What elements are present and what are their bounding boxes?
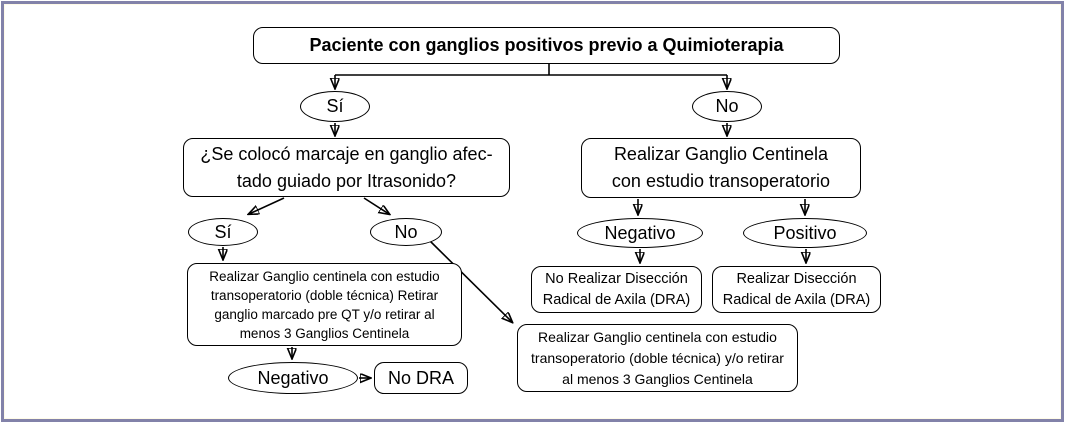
no-realizar-dra-line-2: Radical de Axila (DRA) [542, 291, 691, 308]
node-ganglio-centinela-transoperatorio: Realizar Ganglio Centinela con estudio t… [581, 138, 861, 198]
node-resultado-negativo-izq: Negativo [228, 362, 358, 394]
retirar-line-2: transoperatorio (doble técnica) Retirar [210, 287, 439, 303]
node-marcaje-si-label: Sí [214, 221, 232, 242]
centinela-line-2: con estudio transoperatorio [611, 171, 831, 191]
node-centinela-retirar-3: Realizar Ganglio centinela con estudio t… [517, 324, 798, 392]
question-line-2: tado guiado por Itrasonido? [236, 170, 457, 191]
retirar3-line-1: Realizar Ganglio centinela con estudio [538, 328, 777, 345]
no-dra-label: No DRA [387, 367, 454, 388]
node-root-label: Paciente con ganglios positivos previo a… [309, 35, 784, 55]
negativo-der-label: Negativo [604, 222, 676, 243]
node-realizar-dra: Realizar Disección Radical de Axila (DRA… [712, 266, 881, 313]
centinela-line-1: Realizar Ganglio Centinela [613, 144, 829, 164]
node-branch-no-label: No [715, 96, 739, 116]
node-marcaje-no: No [370, 218, 442, 246]
node-marcaje-si: Sí [188, 218, 258, 246]
edge-question-to-no2 [363, 197, 389, 214]
realizar-dra-line-2: Radical de Axila (DRA) [722, 291, 871, 308]
node-branch-si: Sí [300, 91, 370, 122]
retirar-line-4: menos 3 Ganglios Centinela [239, 325, 410, 341]
positivo-label: Positivo [773, 222, 837, 243]
node-question-marcaje: ¿Se colocó marcaje en ganglio afec- tado… [183, 138, 510, 197]
node-centinela-retirar-marcado: Realizar Ganglio centinela con estudio t… [187, 263, 462, 346]
node-marcaje-no-label: No [394, 221, 418, 242]
node-branch-no: No [692, 91, 762, 122]
edge-question-to-si2 [249, 197, 285, 214]
no-realizar-dra-line-1: No Realizar Disección [545, 270, 688, 287]
edge-no2-to-bottom-box [429, 240, 512, 322]
retirar-line-3: ganglio marcado pre QT y/o retirar al [214, 306, 435, 322]
retirar3-line-2: transoperatorio (doble técnica) y/o reti… [531, 349, 784, 366]
node-resultado-positivo: Positivo [743, 218, 867, 248]
question-line-1: ¿Se colocó marcaje en ganglio afec- [200, 143, 493, 164]
node-resultado-negativo-der: Negativo [577, 218, 703, 248]
node-no-realizar-dra: No Realizar Disección Radical de Axila (… [531, 266, 702, 313]
retirar3-line-3: al menos 3 Ganglios Centinela [562, 370, 753, 387]
retirar-line-1: Realizar Ganglio centinela con estudio [209, 268, 440, 284]
negativo-izq-label: Negativo [257, 367, 329, 388]
realizar-dra-line-1: Realizar Disección [736, 270, 857, 287]
node-root: Paciente con ganglios positivos previo a… [253, 27, 840, 64]
node-no-dra: No DRA [374, 362, 468, 394]
node-branch-si-label: Sí [326, 96, 344, 116]
